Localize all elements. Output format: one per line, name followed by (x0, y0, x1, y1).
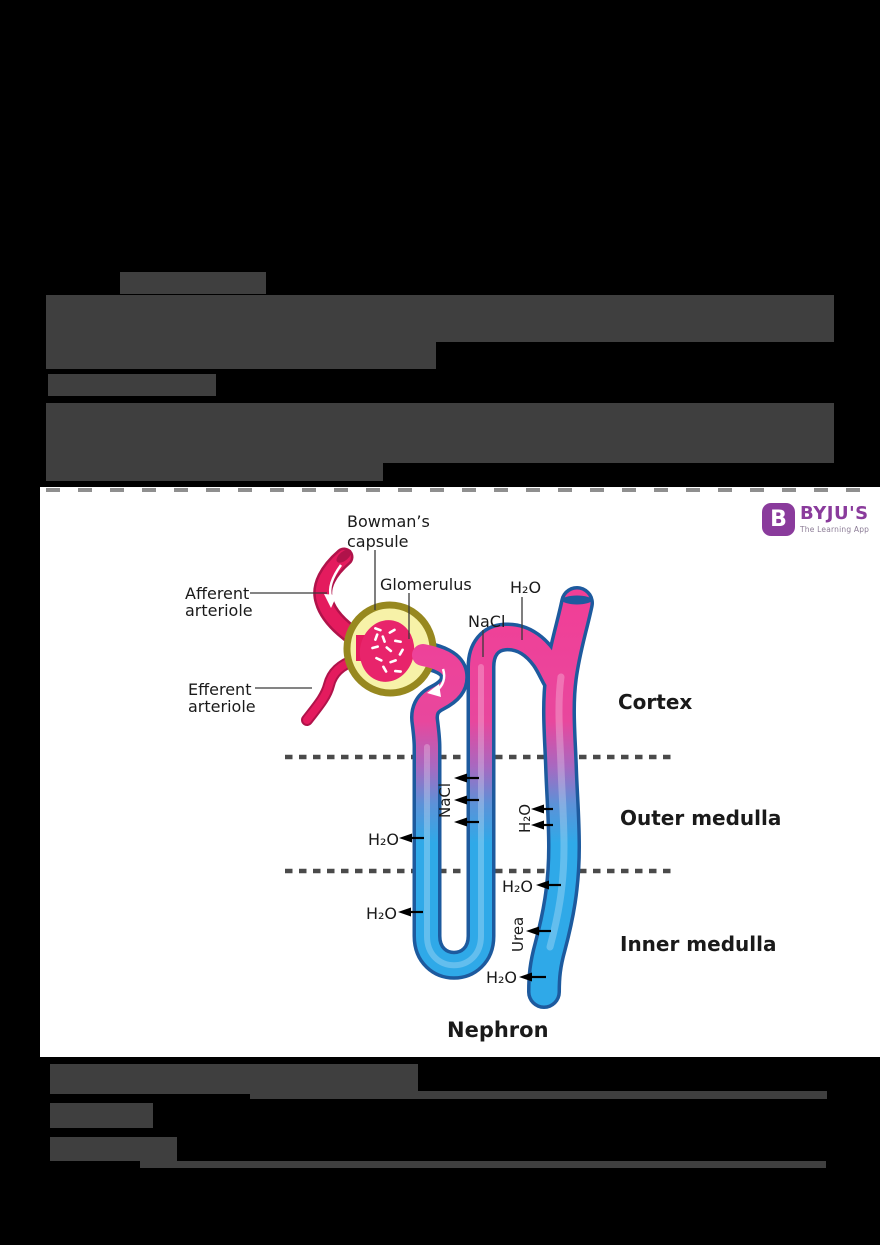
flow-arrow-afferent (324, 564, 343, 608)
h2o-mid-inner-boundary: H₂O (502, 877, 561, 896)
diagram-card: B BYJU'S The Learning App (40, 487, 880, 1057)
proximal-loop-distal-tubule (412, 625, 570, 977)
collecting-duct-top-cap (562, 595, 592, 605)
glomerulus-shape (359, 620, 415, 682)
efferent-arteriole-vessel (301, 653, 363, 726)
label-nacl-vertical: NaCl (436, 783, 454, 818)
obscured-text-line (46, 342, 436, 369)
label-bowmans-capsule-line2: capsule (347, 532, 409, 551)
afferent-arteriole-vessel (313, 547, 366, 648)
label-efferent-line1: Efferent (188, 680, 251, 699)
byjus-logo-letter: B (770, 506, 787, 532)
diagram-caption: Nephron (447, 1018, 549, 1042)
label-leader-lines (250, 550, 523, 689)
label-nacl-top: NaCl (468, 612, 505, 631)
obscured-text-line (120, 272, 266, 294)
h2o-vertical-arrows: H₂O (516, 804, 553, 833)
label-h2o-left1: H₂O (368, 830, 399, 849)
byjus-brand-text: BYJU'S (800, 503, 869, 524)
tubule-fills (412, 589, 591, 1006)
obscured-text-line (50, 1103, 153, 1128)
obscured-text-line (50, 1064, 418, 1094)
label-urea-vertical: Urea (509, 917, 527, 952)
obscured-text-line (46, 295, 834, 342)
urea-transport-arrow: Urea (509, 917, 551, 952)
nacl-transport-arrows: NaCl (436, 773, 479, 827)
h2o-left-inner-medulla: H₂O (366, 904, 423, 923)
collecting-duct (530, 589, 591, 1006)
h2o-left-outer-medulla: H₂O (368, 830, 424, 849)
byjus-logo-icon: B (762, 503, 795, 536)
label-h2o-top: H₂O (510, 578, 541, 597)
obscured-text-line (46, 463, 383, 481)
label-h2o-left2: H₂O (366, 904, 397, 923)
tubule-highlights (424, 664, 568, 969)
bowmans-capsule-shape (343, 601, 437, 697)
label-h2o-bottom: H₂O (486, 968, 517, 987)
card-top-dashes (46, 488, 874, 492)
label-h2o-vertical: H₂O (516, 804, 534, 833)
label-bowmans-capsule-line1: Bowman’s (347, 512, 430, 531)
obscured-text-line (50, 1137, 177, 1161)
label-h2o-mid: H₂O (502, 877, 533, 896)
label-outer-medulla: Outer medulla (620, 806, 781, 830)
byjus-tagline: The Learning App (800, 525, 870, 534)
obscured-text-line (46, 403, 834, 463)
obscured-text-line (140, 1161, 826, 1168)
glomerulus-capillary-marks (371, 627, 404, 673)
label-afferent-line2: arteriole (185, 601, 253, 620)
nephron-diagram: Bowman’s capsule Glomerulus H₂O NaCl Aff… (185, 512, 781, 1042)
flow-arrow-proximal (427, 668, 446, 697)
obscured-text-line (250, 1091, 827, 1099)
byjus-logo: B BYJU'S The Learning App (762, 503, 869, 536)
label-glomerulus: Glomerulus (380, 575, 472, 594)
label-inner-medulla: Inner medulla (620, 932, 776, 956)
obscured-text-line (48, 374, 216, 396)
label-efferent-line2: arteriole (188, 697, 256, 716)
label-afferent-line1: Afferent (185, 584, 249, 603)
h2o-bottom-arrow: H₂O (486, 968, 546, 987)
label-cortex: Cortex (618, 690, 692, 714)
